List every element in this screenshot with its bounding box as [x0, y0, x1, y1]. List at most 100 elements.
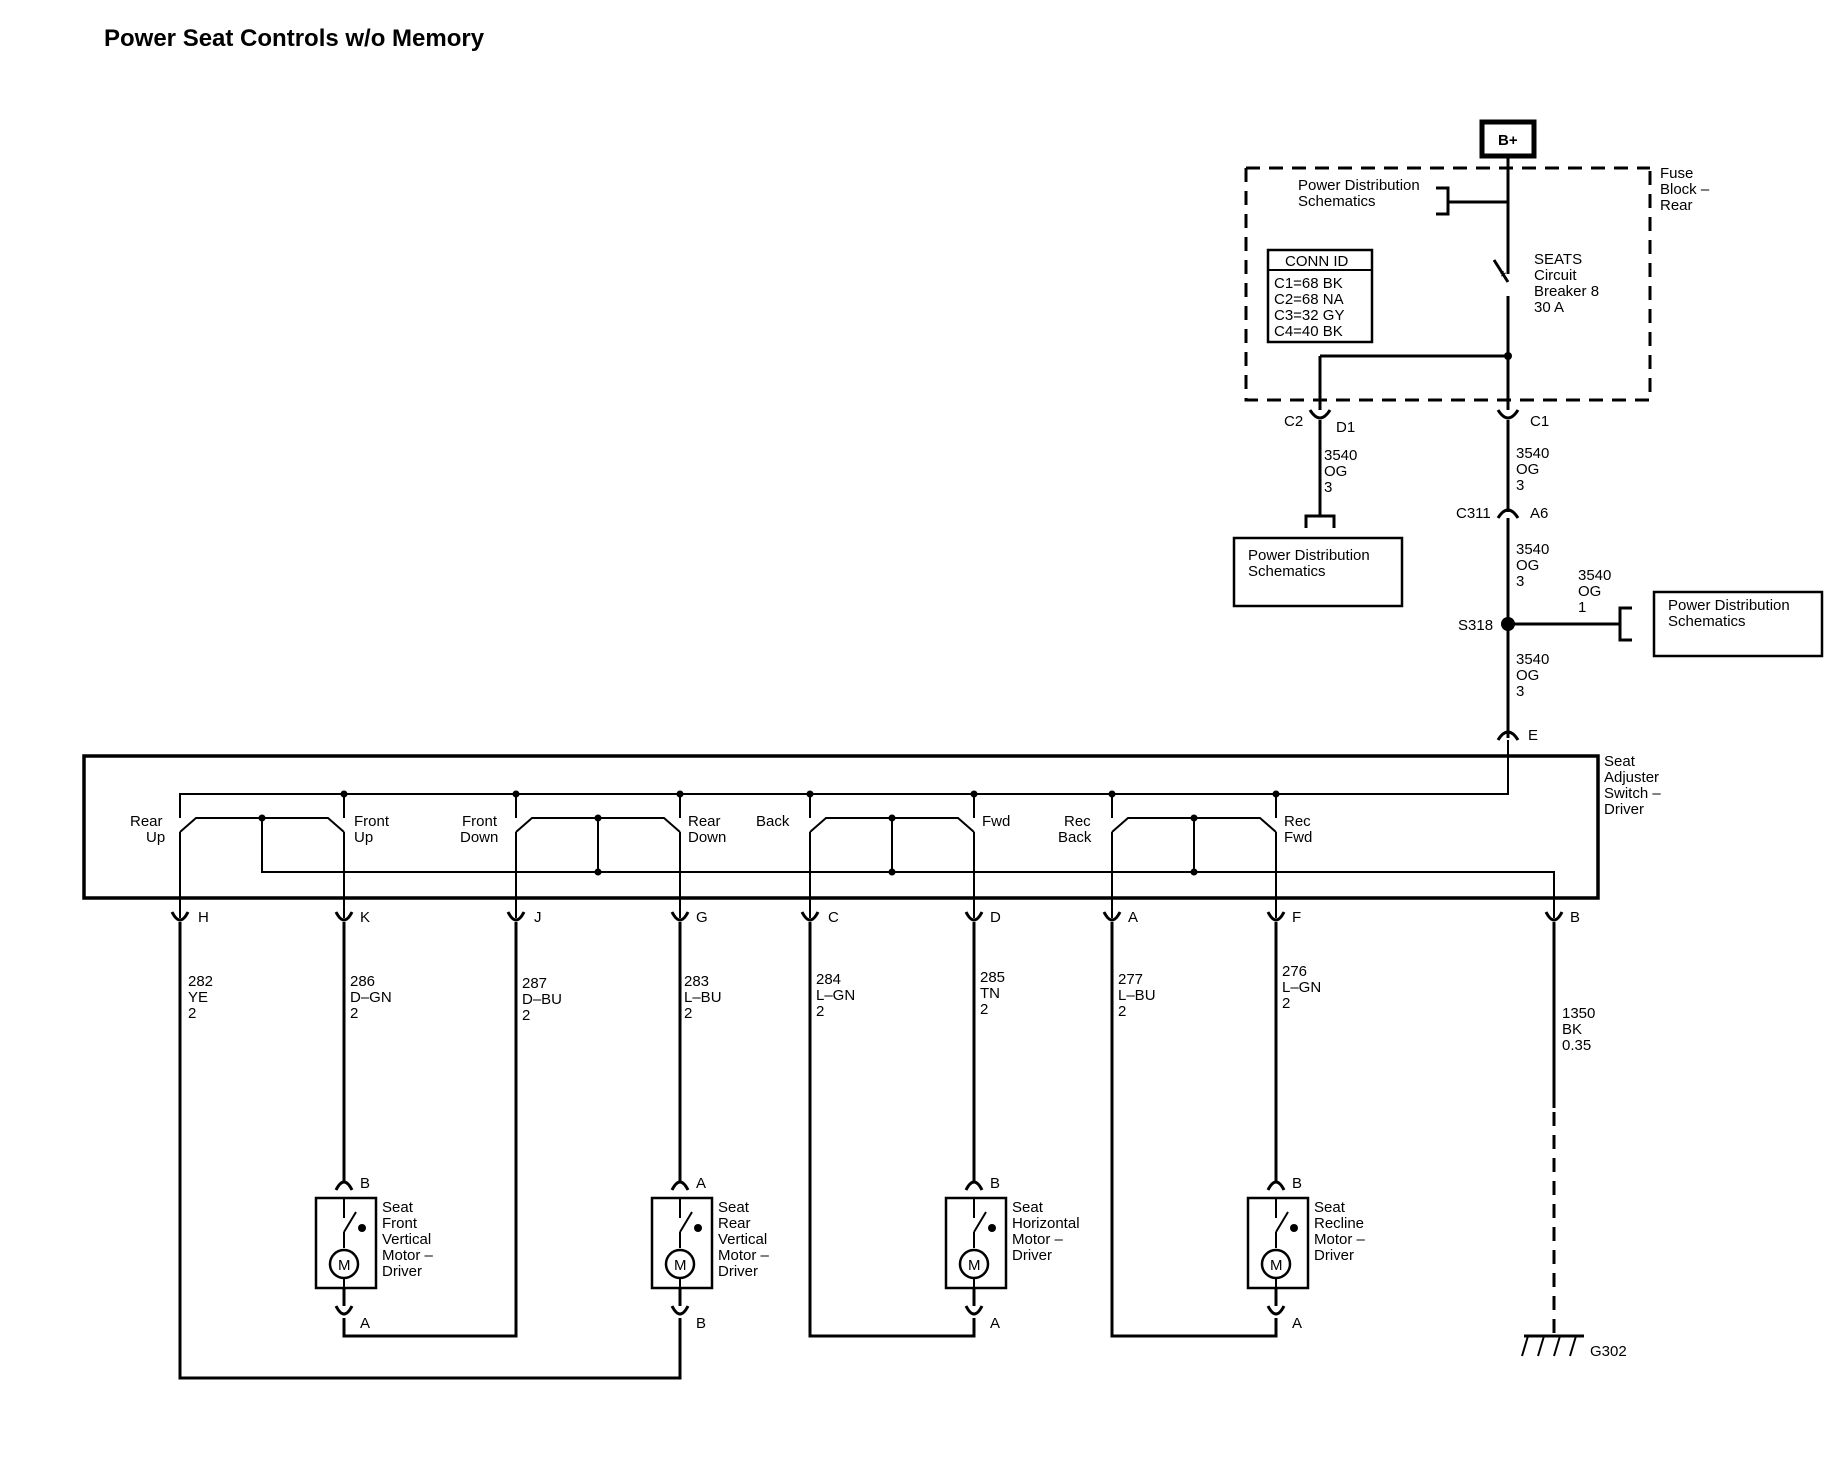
circuit-breaker: * SEATS Circuit Breaker 8 30 A — [1492, 251, 1599, 356]
svg-text:L–BU: L–BU — [684, 989, 722, 1006]
svg-text:Seat: Seat — [1604, 753, 1636, 770]
svg-text:3: 3 — [1516, 477, 1524, 494]
svg-text:YE: YE — [188, 989, 208, 1006]
svg-text:D1: D1 — [1336, 419, 1355, 436]
svg-text:2: 2 — [980, 1001, 988, 1018]
svg-text:2: 2 — [350, 1005, 358, 1022]
wire-287: 287 D–BU 2 — [522, 975, 562, 1024]
svg-text:A: A — [360, 1315, 370, 1332]
svg-text:OG: OG — [1516, 667, 1539, 684]
motor-front-vertical: B M A Seat Front Vertical Motor – Driver — [314, 1175, 434, 1332]
svg-text:2: 2 — [188, 1005, 196, 1022]
svg-text:B+: B+ — [1498, 132, 1518, 149]
conn-id-table: CONN ID C1=68 BK C2=68 NA C3=32 GY C4=40… — [1266, 248, 1374, 344]
svg-text:Power Distribution: Power Distribution — [1668, 597, 1790, 614]
svg-text:TN: TN — [980, 985, 1000, 1002]
svg-text:B: B — [360, 1175, 370, 1192]
svg-text:Vertical: Vertical — [382, 1231, 431, 1248]
fuse-block-label-3: Rear — [1660, 197, 1693, 214]
svg-text:Driver: Driver — [1314, 1247, 1354, 1264]
svg-text:M: M — [1270, 1257, 1283, 1274]
wire-3540-d1: 3540 OG 3 — [1324, 447, 1357, 496]
motor-rear-vertical: A M B Seat Rear Vertical Motor – Driver — [650, 1175, 770, 1332]
svg-text:C3=32 GY: C3=32 GY — [1274, 307, 1344, 324]
svg-text:Back: Back — [756, 813, 790, 830]
svg-text:C311: C311 — [1456, 505, 1491, 522]
svg-text:Driver: Driver — [1604, 801, 1644, 818]
connector-c2-d1: C2 D1 — [1284, 409, 1355, 436]
svg-text:Front: Front — [462, 813, 498, 830]
svg-text:2: 2 — [1282, 995, 1290, 1012]
svg-text:Horizontal: Horizontal — [1012, 1215, 1080, 1232]
svg-text:Seat: Seat — [718, 1199, 750, 1216]
svg-text:C4=40 BK: C4=40 BK — [1274, 323, 1343, 340]
svg-text:G: G — [696, 909, 708, 926]
svg-text:J: J — [534, 909, 542, 926]
svg-text:Up: Up — [354, 829, 373, 846]
svg-text:Down: Down — [688, 829, 726, 846]
svg-text:L–GN: L–GN — [1282, 979, 1321, 996]
motor-recline: B M A Seat Recline Motor – Driver — [1246, 1175, 1366, 1332]
svg-text:2: 2 — [684, 1005, 692, 1022]
svg-text:282: 282 — [188, 973, 213, 990]
wire-283: 283 L–BU 2 — [684, 973, 722, 1022]
svg-text:286: 286 — [350, 973, 375, 990]
svg-text:2: 2 — [1118, 1003, 1126, 1020]
svg-text:Rear: Rear — [718, 1215, 751, 1232]
svg-text:Rear: Rear — [688, 813, 721, 830]
svg-text:Motor –: Motor – — [1314, 1231, 1366, 1248]
svg-text:Fwd: Fwd — [1284, 829, 1312, 846]
svg-text:C1=68 BK: C1=68 BK — [1274, 275, 1343, 292]
svg-text:F: F — [1292, 909, 1301, 926]
svg-text:Rec: Rec — [1284, 813, 1311, 830]
svg-text:3540: 3540 — [1516, 445, 1549, 462]
svg-text:D–BU: D–BU — [522, 991, 562, 1008]
power-distribution-ref-top: Power Distribution Schematics — [1298, 177, 1508, 216]
svg-text:Motor –: Motor – — [382, 1247, 434, 1264]
svg-text:283: 283 — [684, 973, 709, 990]
wire-285: 285 TN 2 — [980, 969, 1005, 1018]
wire-3540-a6: 3540 OG 3 — [1516, 541, 1549, 590]
svg-text:30 A: 30 A — [1534, 299, 1564, 316]
pin-e-label: E — [1528, 727, 1538, 744]
svg-text:OG: OG — [1516, 461, 1539, 478]
svg-text:2: 2 — [816, 1003, 824, 1020]
svg-text:L–GN: L–GN — [816, 987, 855, 1004]
svg-text:Front: Front — [354, 813, 390, 830]
wire-277: 277 L–BU 2 — [1118, 971, 1156, 1020]
svg-text:B: B — [1570, 909, 1580, 926]
svg-text:C1: C1 — [1530, 413, 1549, 430]
svg-text:C: C — [828, 909, 839, 926]
svg-text:3540: 3540 — [1324, 447, 1357, 464]
power-distribution-ref-left: Power Distribution Schematics — [1232, 536, 1404, 608]
svg-text:287: 287 — [522, 975, 547, 992]
svg-text:A: A — [1128, 909, 1138, 926]
wire-276: 276 L–GN 2 — [1282, 963, 1321, 1012]
wire-282: 282 YE 2 — [188, 973, 213, 1022]
svg-text:G302: G302 — [1590, 1343, 1627, 1360]
svg-text:C2: C2 — [1284, 413, 1303, 430]
switch-output-pins: H K J G C D A F B — [170, 909, 1580, 926]
svg-text:H: H — [198, 909, 209, 926]
svg-text:L–BU: L–BU — [1118, 987, 1156, 1004]
svg-text:*: * — [1500, 269, 1506, 286]
wire-3540-c1: 3540 OG 3 — [1516, 445, 1549, 494]
svg-text:B: B — [990, 1175, 1000, 1192]
motor-horizontal: B M A Seat Horizontal Motor – Driver — [944, 1175, 1080, 1332]
svg-text:Fwd: Fwd — [982, 813, 1010, 830]
svg-text:A: A — [1292, 1315, 1302, 1332]
svg-text:Schematics: Schematics — [1298, 193, 1376, 210]
fuse-block-label-2: Block – — [1660, 181, 1710, 198]
svg-text:OG: OG — [1516, 557, 1539, 574]
svg-text:CONN ID: CONN ID — [1285, 253, 1349, 270]
svg-text:3540: 3540 — [1578, 567, 1611, 584]
page-title: Power Seat Controls w/o Memory — [104, 25, 485, 52]
wire-284: 284 L–GN 2 — [816, 971, 855, 1020]
svg-text:285: 285 — [980, 969, 1005, 986]
wire-286: 286 D–GN 2 — [350, 973, 392, 1022]
svg-text:OG: OG — [1324, 463, 1347, 480]
splice-s318-label: S318 — [1458, 617, 1493, 634]
svg-text:Seat: Seat — [1012, 1199, 1044, 1216]
svg-text:Driver: Driver — [1012, 1247, 1052, 1264]
